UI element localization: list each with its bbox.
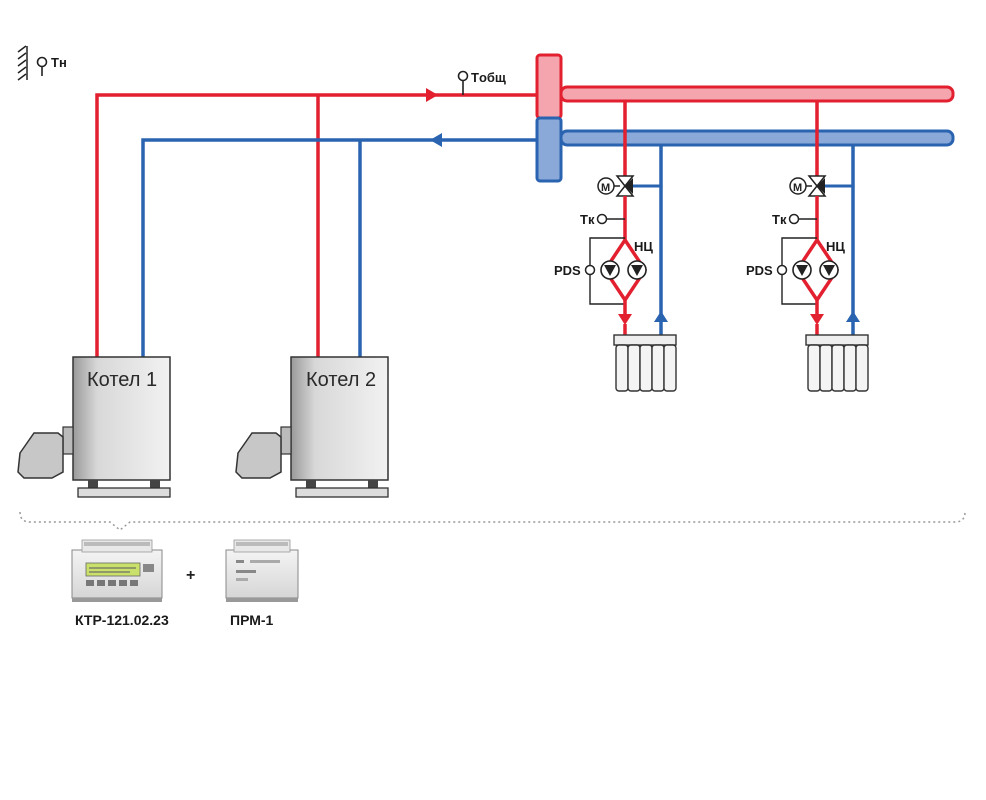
circuit-1-pds-label: PDS — [554, 263, 581, 278]
circulation-pump-icon — [819, 260, 839, 280]
heating-circuit-2: M Tк НЦ PDS — [746, 101, 869, 392]
pressure-switch — [776, 237, 817, 305]
common-temp-sensor: Tобщ — [457, 70, 506, 95]
temperature-sensor-icon — [788, 213, 817, 225]
supply-line — [95, 93, 537, 357]
return-header — [559, 129, 955, 147]
burner-icon — [235, 426, 292, 479]
boiler-2-name: Котел 2 — [306, 369, 376, 391]
controller-device — [71, 539, 163, 602]
boiler-1-name: Котел 1 — [87, 369, 157, 391]
circuit-2-pds-label: PDS — [746, 263, 773, 278]
circuit-2-temp-label: Tк — [772, 212, 787, 227]
circulation-pump-icon — [627, 260, 647, 280]
boiler-2: Котел 2 — [235, 356, 389, 498]
motorized-three-way-valve-icon: M — [789, 175, 827, 197]
pressure-switch — [584, 237, 625, 305]
return-flow-arrow — [430, 133, 442, 147]
circuit-1-pump-label: НЦ — [634, 239, 653, 254]
controller-name: КТР-121.02.23 — [75, 612, 169, 628]
module-device — [225, 539, 299, 602]
burner-icon — [17, 426, 74, 479]
circulation-pump-icon — [792, 260, 812, 280]
outdoor-temp-label: Tн — [51, 55, 67, 70]
system-bracket — [19, 511, 966, 531]
temperature-sensor-icon — [596, 213, 625, 225]
hydraulic-separator — [535, 53, 563, 183]
temperature-sensor-icon — [457, 70, 469, 95]
module-name: ПРМ-1 — [230, 612, 274, 628]
return-line — [141, 138, 537, 357]
motorized-three-way-valve-icon: M — [597, 175, 635, 197]
boiler-1: Котел 1 — [17, 356, 171, 498]
heating-circuit-1: M Tк НЦ PDS — [554, 101, 677, 392]
wall-hatch-icon — [17, 45, 28, 81]
outdoor-sensor: Tн — [17, 45, 67, 81]
common-temp-label: Tобщ — [471, 70, 506, 85]
supply-flow-arrow — [426, 88, 438, 102]
supply-header — [559, 85, 955, 103]
circulation-pump-icon — [600, 260, 620, 280]
radiator-icon — [805, 334, 869, 392]
circuit-1-temp-label: Tк — [580, 212, 595, 227]
radiator-icon — [613, 334, 677, 392]
svg-text:M: M — [793, 182, 802, 194]
plus-sign: + — [186, 567, 195, 584]
circuit-2-pump-label: НЦ — [826, 239, 845, 254]
temperature-sensor-icon — [36, 56, 48, 76]
svg-text:M: M — [601, 182, 610, 194]
